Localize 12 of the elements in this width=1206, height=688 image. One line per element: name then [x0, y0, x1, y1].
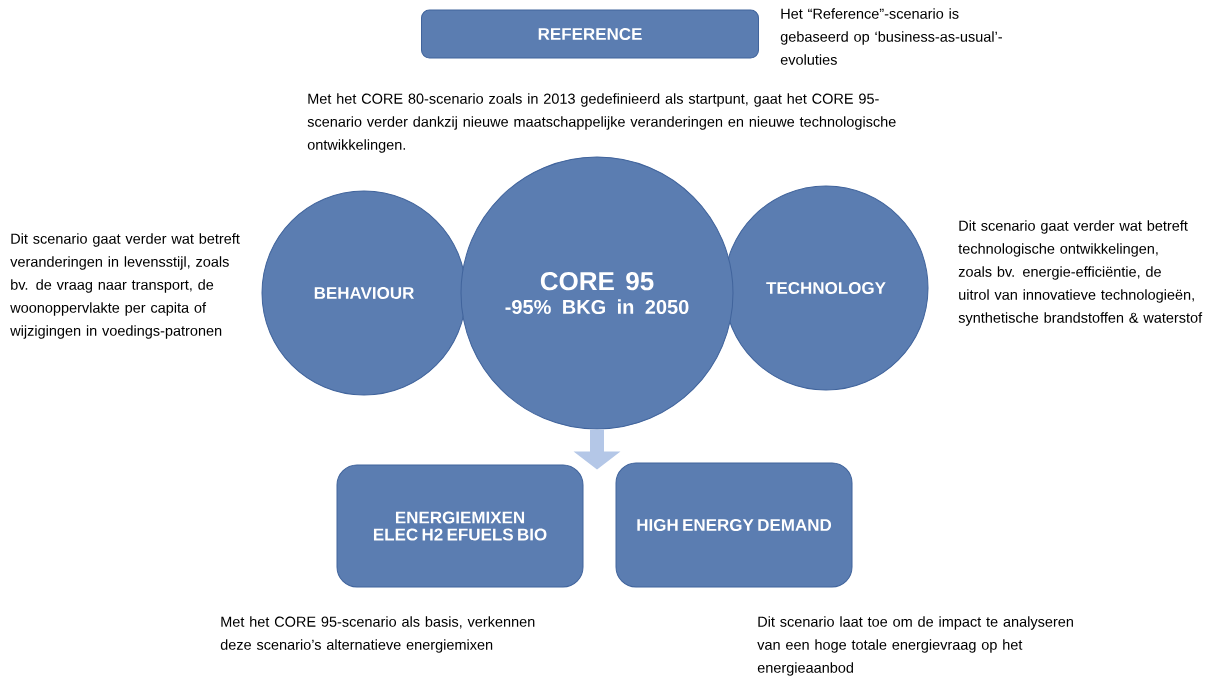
circle-node: TECHNOLOGY	[723, 185, 929, 391]
description-text: Dit scenario gaat verder wat betreft veranderingen in levensstijl, zoals bv. de vraag naar transport, de woonoppervlakte per capita of wijzigingen in voedings-patronen	[10, 233, 240, 339]
description-text: Met het CORE 95-scenario als basis, verkennen deze scenario’s alternatieve energiemixen	[220, 616, 535, 653]
description-text: Het “Reference”-scenario is gebaseerd op ‘business-as-usual’- evoluties	[780, 8, 1002, 65]
circle-node: CORE 95 -95% BKG in 2050	[460, 156, 734, 430]
scenario-box: ENERGIEMIXEN ELEC H2 EFUELS BIO	[336, 464, 584, 588]
scenario-box: REFERENCE	[421, 9, 759, 59]
description-text: Dit scenario gaat verder wat betreft technologische ontwikkelingen, zoals bv. energie-efficiëntie, de uitrol van innovatieve technologieën, synthetische brandstoffen & waterstof	[958, 220, 1203, 326]
scenario-box: HIGH ENERGY DEMAND	[615, 462, 853, 588]
description-text: Dit scenario laat toe om de impact te analyseren van een hoge totale energievraag op het energieaanbod	[757, 616, 1073, 676]
description-text: Met het CORE 80-scenario zoals in 2013 gedefinieerd als startpunt, gaat het CORE 95-scenario verder dankzij nieuwe maatschappelijke veranderingen en nieuwe technologische ontwikkelingen.	[307, 93, 896, 153]
circle-node: BEHAVIOUR	[261, 190, 467, 396]
